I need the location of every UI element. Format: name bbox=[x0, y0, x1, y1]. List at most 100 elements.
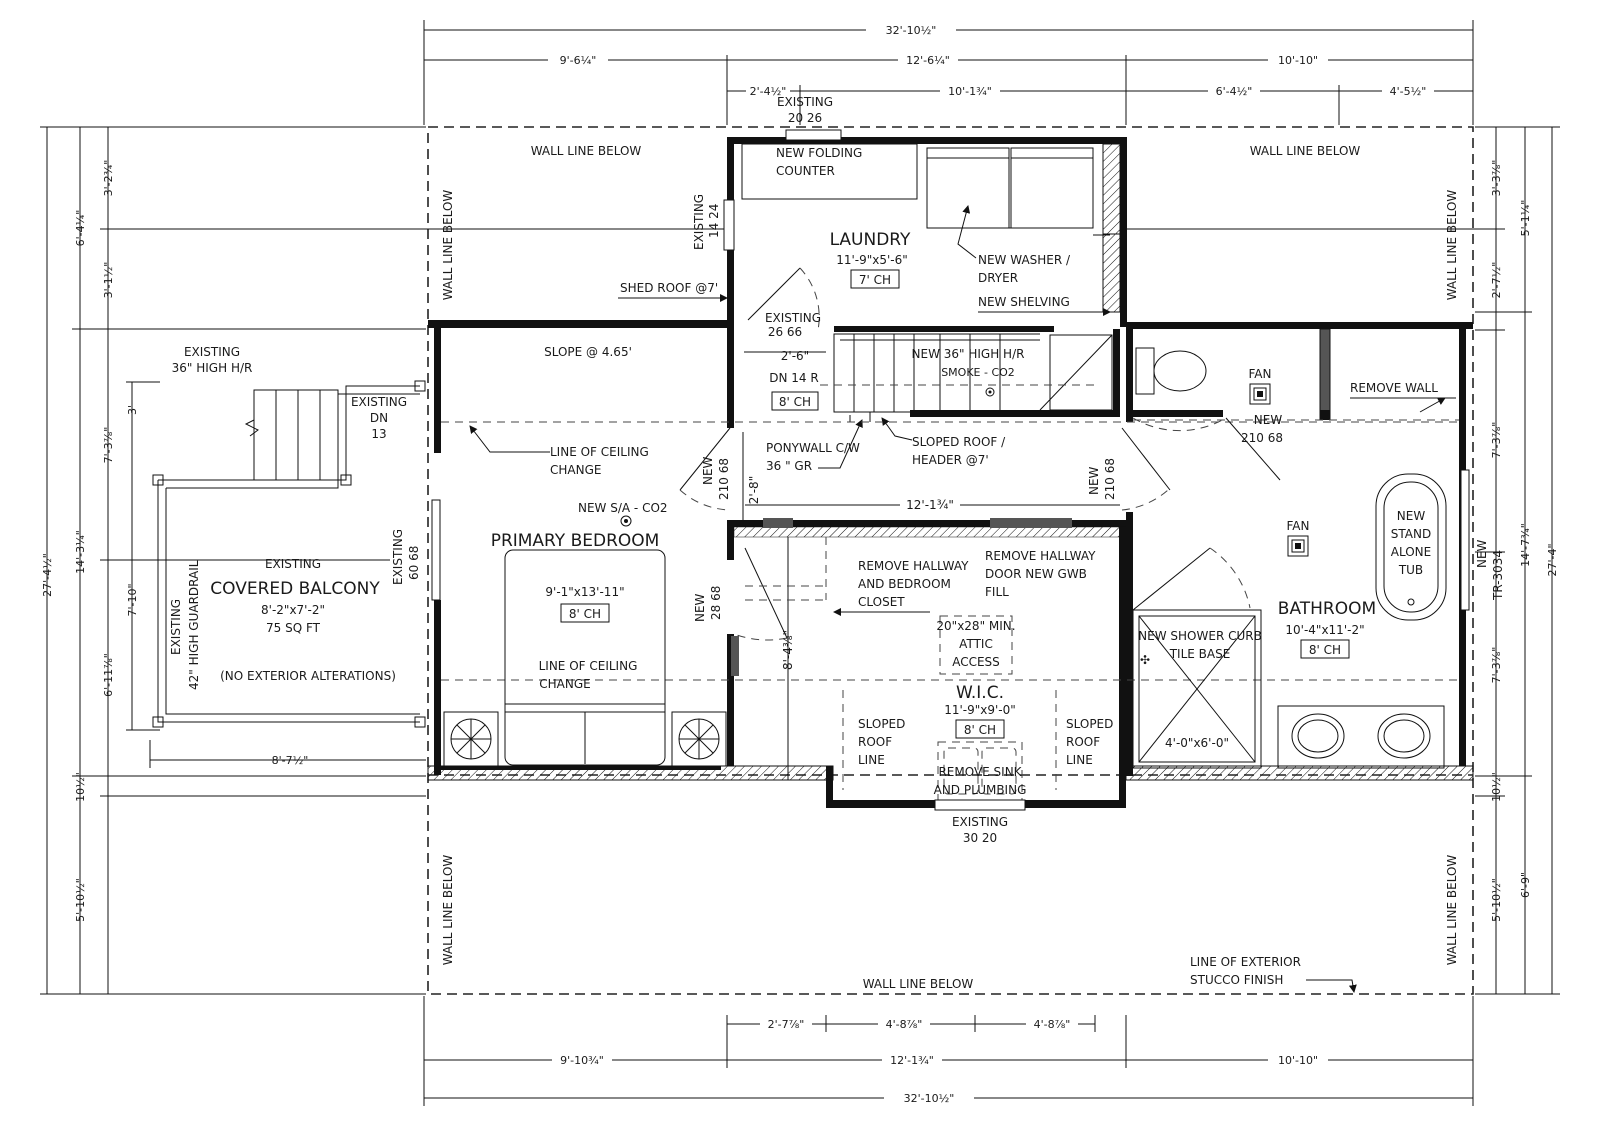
fan-1-label: FAN bbox=[1249, 367, 1272, 381]
bedroom-door-size: 60 68 bbox=[407, 546, 421, 580]
bathroom-ch: 8' CH bbox=[1309, 643, 1341, 657]
dim-top-7: 4'-5½" bbox=[1390, 85, 1427, 98]
wic-size: 11'-9"x9'-0" bbox=[944, 703, 1016, 717]
closet-door-new: NEW bbox=[693, 593, 707, 622]
tub-2: STAND bbox=[1391, 527, 1431, 541]
bath-door-new: NEW bbox=[1254, 413, 1283, 427]
dim-bottom-2: 12'-1¾" bbox=[890, 1054, 934, 1067]
bottom-dimensions: 32'-10½" 9'-10¾" 12'-1¾" 10'-10" 2'-7⅞" … bbox=[423, 996, 1474, 1106]
shed-roof-label: SHED ROOF @7' bbox=[620, 281, 718, 295]
balcony-existing-dn: EXISTING bbox=[351, 395, 407, 409]
dim-top-2: 12'-6¼" bbox=[906, 54, 950, 67]
bathroom-size: 10'-4"x11'-2" bbox=[1285, 623, 1364, 637]
dim-top-1: 9'-6¼" bbox=[560, 54, 597, 67]
dim-right-2: 14'-7¾" bbox=[1519, 523, 1532, 567]
remove-sink-1: REMOVE SINK bbox=[938, 765, 1022, 779]
primary-size: 9'-1"x13'-11" bbox=[545, 585, 624, 599]
ceiling-change-3: LINE OF CEILING bbox=[539, 659, 638, 673]
dim-right-overall: 27'-4" bbox=[1546, 543, 1559, 576]
balcony-size: 8'-2"x7'-2" bbox=[261, 603, 325, 617]
balcony-hr-label: 36" HIGH H/R bbox=[172, 361, 253, 375]
dim-bottom-3: 10'-10" bbox=[1278, 1054, 1318, 1067]
tub-3: ALONE bbox=[1391, 545, 1431, 559]
dim-top-6: 6'-4½" bbox=[1216, 85, 1253, 98]
ceiling-change-1: LINE OF CEILING bbox=[550, 445, 649, 459]
ponywall-1: PONYWALL C/W bbox=[766, 441, 860, 455]
hall-door-size: 210 68 bbox=[717, 458, 731, 500]
attic-1: 20"x28" MIN. bbox=[936, 619, 1015, 633]
sloped-roof-2: HEADER @7' bbox=[912, 453, 989, 467]
remove-sink-2: AND PLUMBING bbox=[934, 783, 1027, 797]
window-left-size: 14 24 bbox=[707, 204, 721, 238]
dim-bottom-4: 2'-7⅞" bbox=[768, 1018, 805, 1031]
dim-left-4: 3'-2¾" bbox=[102, 160, 115, 197]
primary-ch: 8' CH bbox=[569, 607, 601, 621]
bath-window-new: NEW bbox=[1475, 539, 1489, 568]
dim-left-overall: 27'-4½" bbox=[41, 553, 54, 597]
wic-name: W.I.C. bbox=[956, 683, 1004, 703]
wall-below-4: WALL LINE BELOW bbox=[1445, 190, 1459, 301]
washer-label-1: NEW WASHER / bbox=[978, 253, 1071, 267]
dim-balcony-2: 7'-10" bbox=[126, 583, 139, 616]
sloped-left-1: SLOPED bbox=[858, 717, 905, 731]
window-top-size: 20 26 bbox=[788, 111, 822, 125]
shelving-label: NEW SHELVING bbox=[978, 295, 1070, 309]
hr-new-label: NEW 36" HIGH H/R bbox=[912, 347, 1025, 361]
wall-line-labels: WALL LINE BELOW WALL LINE BELOW WALL LIN… bbox=[441, 144, 1459, 993]
balcony-dn-count: 13 bbox=[371, 427, 386, 441]
dim-right-7: 7'-3⅞" bbox=[1490, 647, 1503, 684]
closet-door-size: 28 68 bbox=[709, 586, 723, 620]
ponywall-2: 36 " GR bbox=[766, 459, 812, 473]
wall-below-5: WALL LINE BELOW bbox=[441, 855, 455, 966]
remove-door-3: FILL bbox=[985, 585, 1009, 599]
wall-line-below-outline bbox=[427, 126, 1474, 995]
stucco-2: STUCCO FINISH bbox=[1190, 973, 1283, 987]
dim-right-4: 3'-3⅞" bbox=[1490, 160, 1503, 197]
dim-left-7: 6'-11⅞" bbox=[102, 653, 115, 697]
laundry-door-size: 26 66 bbox=[768, 325, 802, 339]
hall-door2-new: NEW bbox=[1087, 466, 1101, 495]
fan-2-label: FAN bbox=[1287, 519, 1310, 533]
window-left-existing: EXISTING bbox=[692, 194, 706, 250]
sloped-right-1: SLOPED bbox=[1066, 717, 1113, 731]
balcony-existing-hr: EXISTING bbox=[184, 345, 240, 359]
wic-ch: 8' CH bbox=[964, 723, 996, 737]
dim-right-5: 2'-7½" bbox=[1490, 262, 1503, 299]
dim-right-9: 5'-10½" bbox=[1490, 878, 1503, 922]
shower-2: TILE BASE bbox=[1169, 647, 1231, 661]
balcony-dn: DN bbox=[370, 411, 388, 425]
laundry-door-existing: EXISTING bbox=[765, 311, 821, 325]
wic-room: 8'-4⅜" REMOVE HALLWAY AND BEDROOM CLOSET… bbox=[745, 537, 1113, 845]
guardrail-existing: EXISTING bbox=[169, 599, 183, 655]
left-dimensions: 27'-4½" 6'-4¼" 14'-3¼" 5'-10½" 3'-2¾" 3'… bbox=[40, 126, 730, 995]
washer-label-2: DRYER bbox=[978, 271, 1018, 285]
shower-size: 4'-0"x6'-0" bbox=[1165, 736, 1229, 750]
primary-bedroom: SLOPE @ 4.65' LINE OF CEILING CHANGE NEW… bbox=[391, 345, 1460, 767]
ceiling-change-2: CHANGE bbox=[550, 463, 601, 477]
primary-name: PRIMARY BEDROOM bbox=[491, 531, 660, 551]
hall-height: 2'-8" bbox=[747, 476, 761, 504]
remove-hallway-1: REMOVE HALLWAY bbox=[858, 559, 969, 573]
attic-3: ACCESS bbox=[952, 655, 1000, 669]
dim-bottom-1: 9'-10¾" bbox=[560, 1054, 604, 1067]
sloped-right-2: ROOF bbox=[1066, 735, 1100, 749]
dim-right-1: 5'-1¼" bbox=[1519, 200, 1532, 237]
wic-depth: 8'-4⅜" bbox=[781, 630, 795, 670]
dim-right-6: 7'-3⅞" bbox=[1490, 422, 1503, 459]
bedroom-door-existing: EXISTING bbox=[391, 529, 405, 585]
dim-top-5: 10'-1¾" bbox=[948, 85, 992, 98]
hall-door2-size: 210 68 bbox=[1103, 458, 1117, 500]
remove-door-2: DOOR NEW GWB bbox=[985, 567, 1087, 581]
dim-left-6: 7'-3⅞" bbox=[102, 427, 115, 464]
balcony-note: (NO EXTERIOR ALTERATIONS) bbox=[220, 669, 396, 683]
ceiling-change-4: CHANGE bbox=[539, 677, 590, 691]
guardrail-label: 42" HIGH GUARDRAIL bbox=[187, 560, 201, 690]
tub-4: TUB bbox=[1398, 563, 1423, 577]
sa-co2-label: NEW S/A - CO2 bbox=[578, 501, 668, 515]
window-bottom-size: 30 20 bbox=[963, 831, 997, 845]
dim-left-5: 3'-1½" bbox=[102, 262, 115, 299]
bathroom-name: BATHROOM bbox=[1278, 599, 1376, 619]
hall-width: 12'-1¾" bbox=[906, 498, 954, 512]
stair-area: NEW 36" HIGH H/R SMOKE - CO2 2'-6" DN 14… bbox=[744, 333, 1113, 422]
laundry-name: LAUNDRY bbox=[830, 230, 911, 250]
